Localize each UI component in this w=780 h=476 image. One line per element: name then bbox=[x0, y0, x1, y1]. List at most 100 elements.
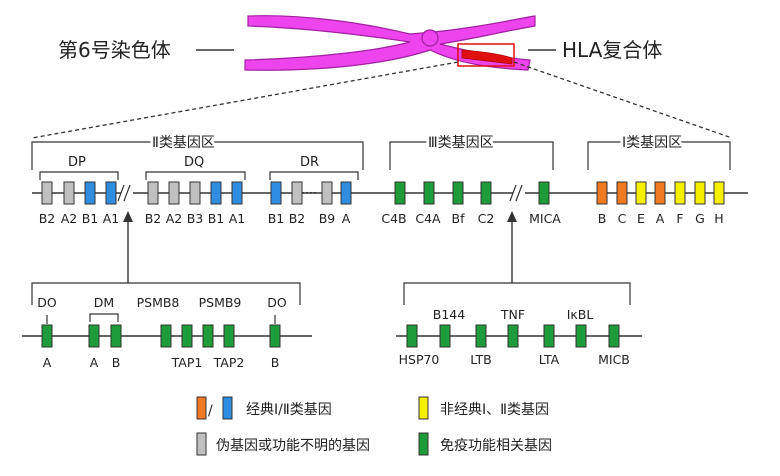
lower-right-bottom-label-2: LTA bbox=[539, 352, 560, 367]
lower-left-top-label-1: DM bbox=[94, 295, 114, 310]
chromosome-6: 第6号染色体 HLA复合体 bbox=[58, 15, 662, 71]
hla-region-box bbox=[457, 43, 515, 67]
class2-gene-a2-1 bbox=[63, 181, 75, 205]
lower-left-gene-4 bbox=[181, 324, 193, 348]
class2-gene-label-1: A2 bbox=[61, 211, 78, 226]
lower-left-top-label-2: PSMB8 bbox=[137, 295, 180, 310]
lower-left-top-label-3: PSMB9 bbox=[199, 295, 242, 310]
legend-classical-separator: / bbox=[208, 403, 213, 419]
lower-right-bottom-label-3: MICB bbox=[598, 352, 630, 367]
lower-right-gene-3 bbox=[507, 324, 519, 348]
dm-bracket bbox=[89, 313, 119, 322]
class1-bracket bbox=[587, 141, 731, 170]
class1-gene-0 bbox=[596, 181, 608, 205]
class2-gene-b2-10 bbox=[291, 181, 303, 205]
expansion-line-right bbox=[513, 61, 733, 139]
lower-left-top-label-4: DO bbox=[267, 295, 287, 310]
axis-break-mark-2b bbox=[515, 184, 523, 202]
class1-gene-label-0: B bbox=[598, 211, 607, 226]
class1-gene-2 bbox=[635, 181, 647, 205]
lower-left-bottom-label-3: TAP1 bbox=[171, 355, 203, 370]
lower-right-bracket bbox=[403, 282, 631, 305]
lower-right-top-label-0: B144 bbox=[433, 307, 465, 322]
lower-right-gene-6 bbox=[608, 324, 620, 348]
class3-gene-4 bbox=[538, 181, 550, 205]
class2-gene-a1-3 bbox=[105, 181, 117, 205]
class2-gene-b3-6 bbox=[189, 181, 201, 205]
class1-gene-1 bbox=[616, 181, 628, 205]
legend-pseudo-label: 伪基因或功能不明的基因 bbox=[216, 437, 370, 454]
class3-gene-label-0: C4B bbox=[381, 211, 406, 226]
expansion-line-left bbox=[31, 61, 459, 139]
lower-left-gene-6 bbox=[223, 324, 235, 348]
class3-region-label: Ⅲ类基因区 bbox=[428, 134, 494, 151]
class2-gene-b9-11 bbox=[321, 181, 333, 205]
class2-gene-label-11: B9 bbox=[319, 211, 336, 226]
class3-gene-2 bbox=[452, 181, 464, 205]
lower-right-track bbox=[396, 282, 642, 337]
dq-label: DQ bbox=[184, 155, 204, 170]
class2-gene-b2-0 bbox=[41, 181, 53, 205]
lower-left-bottom-label-4: TAP2 bbox=[213, 355, 245, 370]
class2-gene-a-12 bbox=[340, 181, 352, 205]
axis-break-mark-1b bbox=[123, 184, 131, 202]
axis-break-mark-1a bbox=[117, 184, 125, 202]
dp-label: DP bbox=[68, 155, 86, 170]
class1-gene-label-4: F bbox=[676, 211, 683, 226]
class2-gene-label-9: B1 bbox=[268, 211, 285, 226]
class2-gene-b1-2 bbox=[84, 181, 96, 205]
dr-label: DR bbox=[300, 155, 319, 170]
class1-gene-label-2: E bbox=[637, 211, 645, 226]
lower-left-gene-2 bbox=[110, 324, 122, 348]
dr-bracket bbox=[269, 171, 359, 180]
lower-left-top-label-0: DO bbox=[37, 295, 57, 310]
dp-bracket bbox=[39, 171, 119, 180]
lower-right-gene-4 bbox=[543, 324, 555, 348]
class2-gene-a2-5 bbox=[168, 181, 180, 205]
chromosome-6-label: 第6号染色体 bbox=[58, 38, 171, 62]
class3-gene-0 bbox=[394, 181, 406, 205]
dq-bracket bbox=[145, 171, 246, 180]
class2-gene-b1-7 bbox=[210, 181, 222, 205]
lower-left-bracket bbox=[31, 282, 301, 305]
lower-left-gene-5 bbox=[202, 324, 214, 348]
zoom-arrows bbox=[123, 211, 517, 283]
subgroup-brackets: DP DQ DR bbox=[39, 155, 359, 180]
class1-gene-5 bbox=[694, 181, 706, 205]
hla-region-highlight bbox=[461, 49, 513, 65]
class2-gene-label-5: A2 bbox=[166, 211, 183, 226]
lower-right-gene-2 bbox=[475, 324, 487, 348]
class2-gene-label-10: B2 bbox=[289, 211, 306, 226]
class2-gene-a1-8 bbox=[231, 181, 243, 205]
lower-left-gene-0 bbox=[41, 324, 53, 348]
class3-gene-label-4: MICA bbox=[529, 211, 561, 226]
class1-gene-label-6: H bbox=[714, 211, 723, 226]
lower-right-bottom-label-0: HSP70 bbox=[399, 352, 440, 367]
class3-gene-1 bbox=[423, 181, 435, 205]
region-brackets: Ⅱ类基因区 Ⅲ类基因区 Ⅰ类基因区 bbox=[31, 131, 731, 170]
class3-bracket bbox=[389, 141, 554, 170]
lower-left-gene-3 bbox=[160, 324, 172, 348]
lower-right-gene-5 bbox=[575, 324, 587, 348]
lower-right-bottom-label-1: LTB bbox=[470, 352, 491, 367]
legend-immune-label: 免疫功能相关基因 bbox=[440, 437, 552, 454]
lower-right-gene-0 bbox=[406, 324, 418, 348]
class2-gene-b2-4 bbox=[147, 181, 159, 205]
chromatid-upper bbox=[244, 15, 536, 71]
class1-region-label: Ⅰ类基因区 bbox=[622, 134, 682, 151]
class3-gene-label-3: C2 bbox=[478, 211, 495, 226]
class2-gene-label-6: B3 bbox=[187, 211, 204, 226]
class1-gene-4 bbox=[674, 181, 686, 205]
class2-gene-label-7: B1 bbox=[208, 211, 225, 226]
class2-region-label: Ⅱ类基因区 bbox=[152, 134, 215, 151]
lower-right-gene-1 bbox=[439, 324, 451, 348]
lower-left-arrowhead bbox=[123, 211, 133, 222]
legend-non-classical-label: 非经典Ⅰ、Ⅱ类基因 bbox=[440, 401, 549, 418]
class2-gene-b1-9 bbox=[270, 181, 282, 205]
class1-gene-3 bbox=[654, 181, 666, 205]
centromere bbox=[421, 29, 439, 47]
